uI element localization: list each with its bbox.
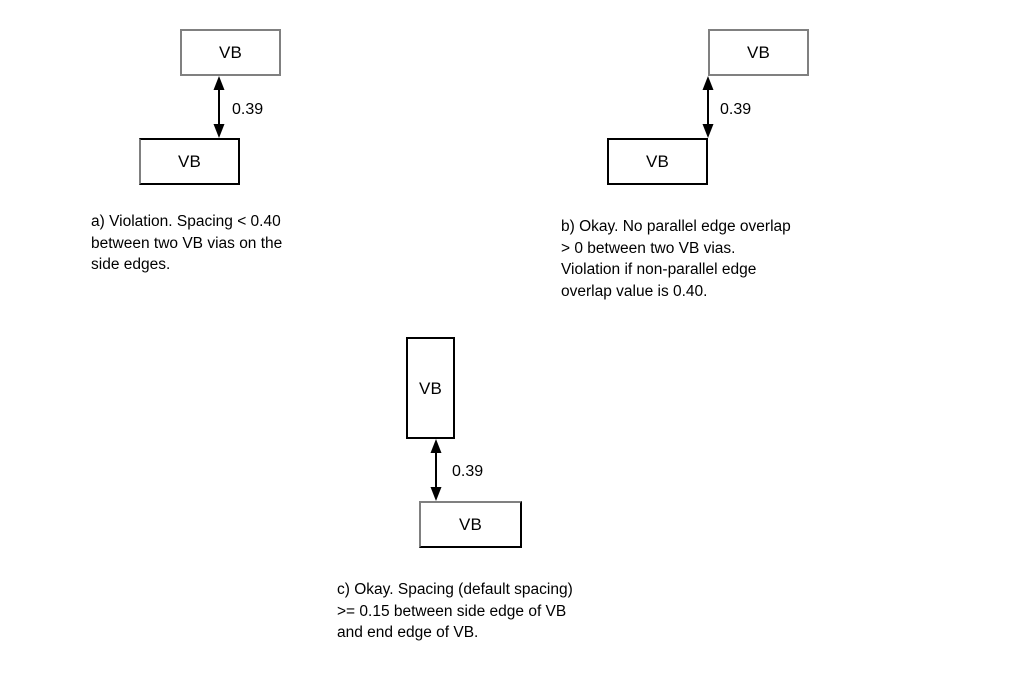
panel-b-via-box-bottom: VB: [607, 138, 708, 185]
panel-a-via-box-top: VB: [180, 29, 281, 76]
via-label: VB: [218, 43, 243, 62]
via-label: VB: [177, 152, 202, 171]
dimension-arrow-c: [430, 439, 442, 501]
panel-c-spacing-value: 0.39: [452, 463, 484, 480]
panel-a-caption: a) Violation. Spacing < 0.40 between two…: [91, 213, 283, 273]
via-label: VB: [645, 152, 670, 171]
via-label: VB: [746, 43, 771, 62]
panel-c-via-box-bottom: VB: [419, 501, 522, 548]
panel-b-spacing-value: 0.39: [720, 101, 752, 118]
panel-c-caption: c) Okay. Spacing (default spacing) >= 0.…: [337, 581, 573, 641]
panel-a-via-box-bottom: VB: [139, 138, 240, 185]
via-label: VB: [458, 515, 483, 534]
dimension-arrow-a: [213, 76, 225, 138]
via-label: VB: [418, 378, 443, 398]
panel-a-spacing-value: 0.39: [232, 101, 264, 118]
panel-b-caption: b) Okay. No parallel edge overlap > 0 be…: [561, 218, 791, 300]
panel-c-via-box-top: VB: [406, 337, 455, 439]
dimension-arrow-b: [702, 76, 714, 138]
panel-b-via-box-top: VB: [708, 29, 809, 76]
